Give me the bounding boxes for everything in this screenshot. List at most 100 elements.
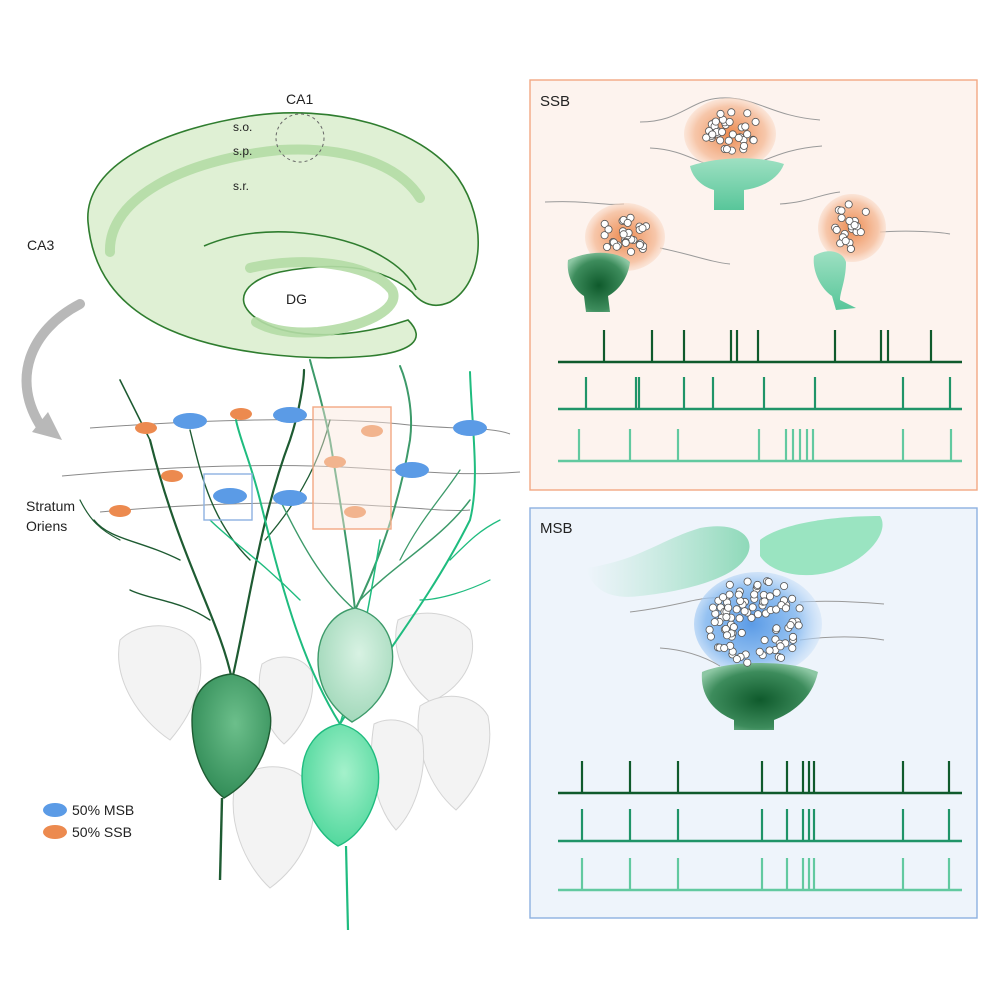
vesicle [772,605,781,614]
msb-panel-title: MSB [540,520,573,537]
ssb-vesicles-top [702,108,760,155]
ssb-synapse-left [544,201,731,312]
ca3-label: CA3 [27,237,54,253]
vesicle [705,625,714,634]
vesicle [709,603,718,612]
ssb-bouton [161,470,183,482]
vesicle [732,655,741,664]
vesicle [764,578,773,587]
legend-ssb-label: 50% SSB [72,824,132,840]
vesicle [734,133,743,142]
pyramidal-cell-light [317,607,394,723]
vesicle [753,580,762,589]
vesicle [760,597,769,606]
ssb-panel-title: SSB [540,93,570,110]
legend-msb-label: 50% MSB [72,802,134,818]
vesicle [856,228,865,237]
vesicle [837,206,846,215]
vesicle [725,590,734,599]
msb-synapse [586,516,885,730]
vesicle [772,588,781,597]
msb-panel: MSB [529,507,978,919]
vesicle [716,109,725,118]
vesicle [751,117,760,126]
msb-bouton [213,488,247,504]
vesicle [720,644,729,653]
vesicle [760,636,769,645]
pyramidal-cell-dark [191,673,272,881]
vesicle [845,216,854,225]
ssb-bouton [109,505,131,517]
vesicle [600,231,609,240]
vesicle [748,603,757,612]
vesicle [794,621,803,630]
msb-highlight-box [203,473,253,521]
dentate-band [245,257,399,338]
vesicle [612,242,621,251]
vesicle [788,594,797,603]
layer-sp-label: s.p. [233,144,252,158]
vesicle [743,130,752,139]
vesicle [638,224,647,233]
ssb-synapse-top [639,97,823,210]
vesicle [747,613,756,622]
vesicle [795,604,804,613]
neuron-network: Stratum Oriens [26,359,521,931]
vesicle [718,127,727,136]
vesicle [727,108,736,117]
vesicle [837,213,846,222]
boutons [109,407,487,518]
ssb-bouton [230,408,252,420]
zoom-arrow [21,299,85,440]
msb-bouton [395,462,429,478]
vesicle [765,646,774,655]
vesicle [777,653,786,662]
ssb-bouton [344,506,366,518]
vesicle [635,240,644,249]
vesicle [734,590,743,599]
ssb-bouton [361,425,383,437]
vesicle [780,582,789,591]
background-cells [118,612,491,889]
vesicle [619,230,628,239]
msb-bouton [273,407,307,423]
vesicle [623,218,632,227]
vesicle [708,130,717,139]
legend: 50% MSB 50% SSB [43,802,134,840]
vesicle [786,621,795,630]
vesicle [766,592,775,601]
pyramidal-cell-mint [301,723,380,931]
vesicle [732,605,741,614]
stratum-oriens-label-line1: Stratum [26,498,75,514]
stratum-oriens-label-line2: Oriens [26,518,67,534]
vesicle [755,647,764,656]
ssb-vesicles-left [600,213,651,256]
ca1-label: CA1 [286,91,313,107]
msb-spike-trains [558,761,962,892]
layer-so-label: s.o. [233,120,252,134]
ssb-highlight-box [312,406,392,530]
vesicle [743,577,752,586]
vesicle [789,632,798,641]
vesicle [722,145,731,154]
vesicle [719,593,728,602]
vesicle [788,644,797,653]
pyramidal-layer-band [104,144,425,257]
ssb-bouton [324,456,346,468]
legend-msb-swatch [43,803,67,817]
vesicle [725,118,734,127]
vesicle [749,136,758,145]
legend-ssb-swatch [43,825,67,839]
hippocampus-section: CA1 s.o. s.p. s.r. CA3 DG [27,91,480,359]
ssb-panel: SSB [529,79,978,491]
vesicle [736,597,745,606]
vesicle [741,122,750,131]
vesicle [627,247,636,256]
msb-bouton [273,490,307,506]
vesicle [710,618,719,627]
vesicle [603,242,612,251]
vesicle [724,136,733,145]
vesicle [740,141,749,150]
